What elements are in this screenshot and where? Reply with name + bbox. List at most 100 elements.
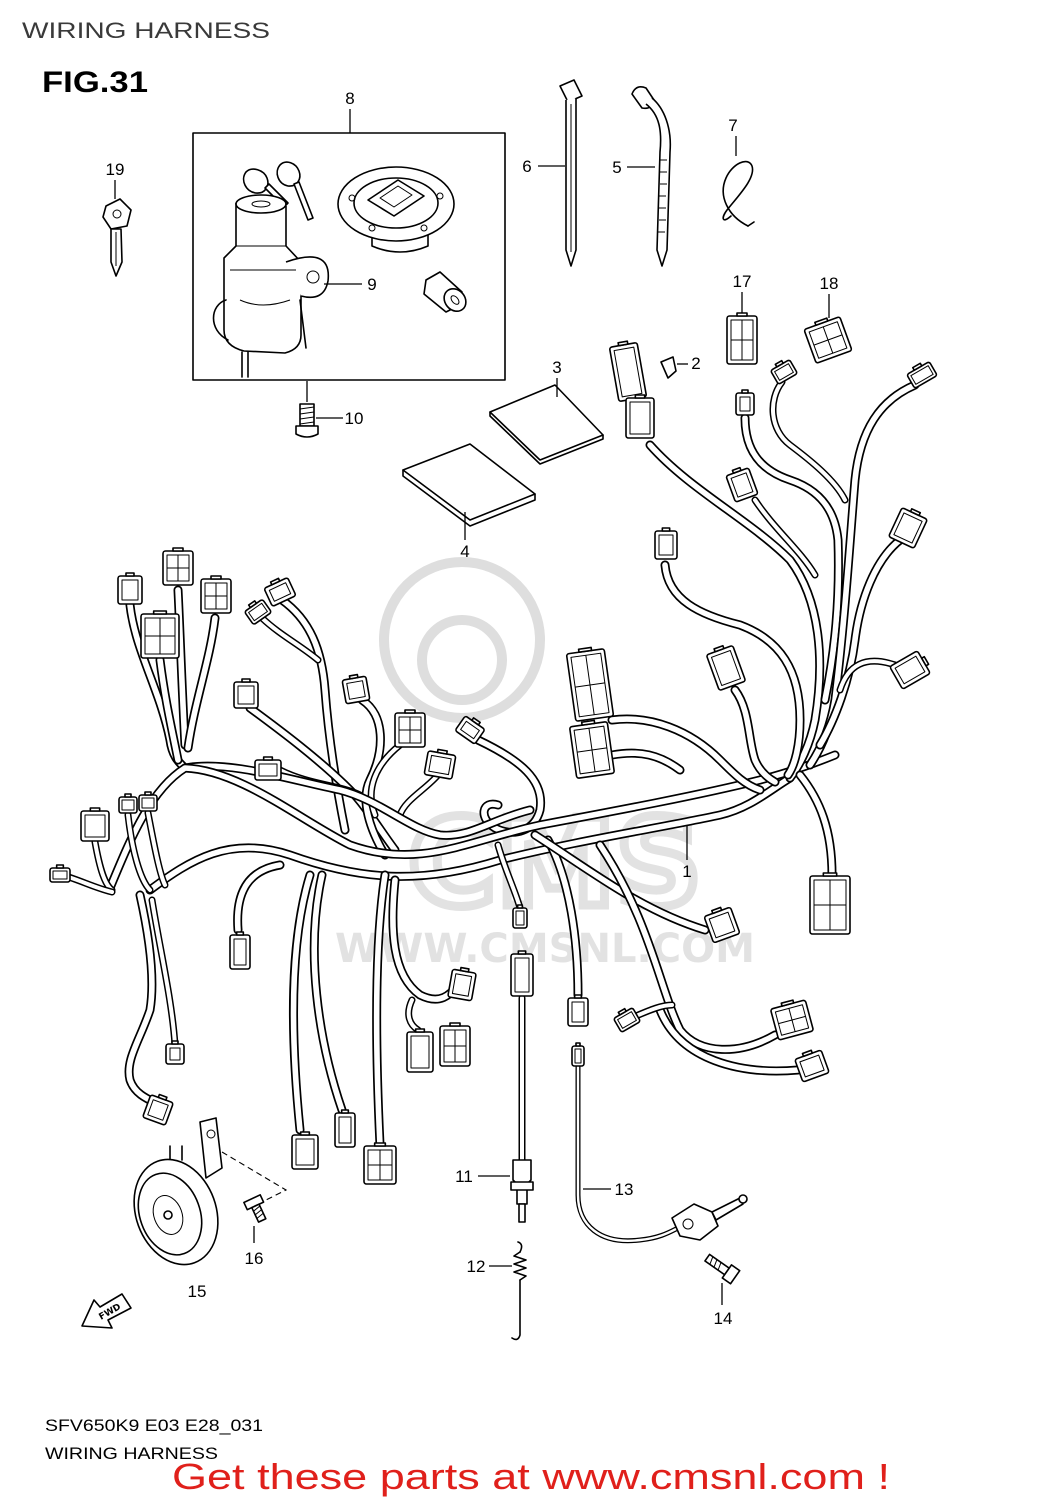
harness-connector-29 [229, 931, 251, 970]
connector-face [295, 1138, 315, 1166]
harness-branch-bottom-l-core [634, 1003, 674, 1018]
fuel-cap-cover-plate [367, 179, 425, 217]
connector-face [258, 763, 278, 777]
harness-branch-right-i-core [732, 687, 778, 785]
connector-latch [909, 508, 922, 517]
connector-face [799, 1054, 825, 1078]
harness-branch-bottom-g-core [496, 843, 522, 910]
connector-face [710, 649, 742, 687]
connector-latch [436, 748, 449, 755]
part-13-switch-lead-core [576, 1064, 680, 1242]
part-3-pad [489, 384, 604, 465]
bolt-14-shank [704, 1253, 731, 1276]
connector-face [574, 1048, 582, 1064]
ignition-key-b-blade [293, 181, 314, 221]
callout-11: 11 [455, 1167, 473, 1186]
connector-face [617, 1011, 637, 1029]
pad-4-edge [402, 469, 536, 527]
bolt-16-head [243, 1194, 265, 1211]
connector-pin-grid [778, 1008, 806, 1032]
part-19-key [102, 198, 132, 277]
harness-connector-21 [888, 507, 928, 549]
connector-latch [157, 1093, 168, 1101]
bolt-10-thread [299, 406, 315, 425]
callout-15: 15 [188, 1282, 207, 1301]
harness-connector-37 [439, 1022, 471, 1067]
part-15-horn [133, 1117, 223, 1266]
connector-latch [471, 717, 481, 726]
harness-branch-horn-b-core [150, 898, 177, 1047]
harness-branch-top-left-c-core [185, 615, 218, 751]
seat-lock-keyhole [450, 295, 460, 305]
connector-latch [577, 646, 593, 654]
connector-pin-grid [575, 655, 605, 715]
part-13-rear-brake-switch [671, 1194, 748, 1241]
harness-connector-3 [200, 575, 232, 614]
callout-6: 6 [522, 157, 531, 176]
connector-latch [262, 756, 274, 761]
connector-face [893, 512, 923, 544]
harness-branch-mid-c-core [247, 705, 398, 853]
seat-lock-face [443, 287, 467, 313]
connector-pin-grid [399, 717, 421, 743]
connector-housing [447, 968, 477, 1002]
callout-13: 13 [615, 1180, 634, 1199]
ignition-mount-hole [306, 270, 320, 284]
connector-pin-grid [167, 555, 189, 581]
callout-16: 16 [245, 1249, 264, 1268]
harness-connector-17 [565, 646, 615, 722]
bolt-14-head [721, 1264, 741, 1285]
harness-branch-ecu-b-core [609, 750, 683, 773]
connector-latch [634, 394, 646, 399]
horn-rim [137, 1172, 203, 1256]
harness-connector-23 [906, 361, 938, 389]
part-14-bolt [704, 1253, 741, 1285]
key-icon [102, 198, 132, 230]
horn-diaphragm [152, 1195, 184, 1235]
connector-face [774, 363, 794, 381]
harness-branch-right-j-core [797, 772, 835, 878]
switch-13-mount-hole [682, 1218, 694, 1230]
connector-housing [609, 342, 647, 402]
connector-housing [165, 1043, 185, 1065]
ignition-rod [299, 299, 307, 349]
clip-7-loop [722, 160, 754, 227]
fuel-cap-bolt-3 [368, 224, 376, 232]
bolt-16-thread [253, 1205, 264, 1219]
connector-face [141, 797, 155, 809]
part-1-wiring-harness [58, 378, 920, 1244]
connector-pin-grid [444, 1030, 466, 1062]
callout-5: 5 [612, 158, 621, 177]
harness-branch-right-c-core [770, 380, 847, 502]
page-title: WIRING HARNESS [22, 18, 270, 43]
callout-2: 2 [691, 354, 700, 373]
harness-connector-32 [291, 1131, 319, 1170]
connector-face [613, 346, 643, 398]
ignition-housing-detail [230, 245, 296, 306]
connector-latch [124, 793, 132, 798]
connector-face [571, 1001, 585, 1023]
harness-connector-5 [264, 577, 296, 607]
harness-connector-22 [889, 650, 931, 690]
connector-latch [235, 931, 245, 936]
model-code: SFV650K9 E03 E28_031 [45, 1416, 263, 1435]
pad-3-edge [489, 411, 604, 465]
harness-connector-42 [794, 1049, 830, 1083]
connector-housing [423, 750, 457, 780]
harness-branch-top-left-d-core [157, 657, 181, 763]
connector-latch [55, 864, 65, 869]
harness-branch-top-left-b-core [175, 587, 188, 748]
clip-7-tail [747, 221, 755, 227]
spring-12-coil [513, 1251, 527, 1281]
connector-housing [735, 392, 755, 416]
connector-latch [414, 1028, 426, 1033]
harness-branch-bottom-k-core [657, 1007, 801, 1074]
part-11-stop-switch [510, 1159, 534, 1223]
harness-connector-25 [770, 359, 798, 385]
harness-connector-16 [49, 864, 71, 883]
harness-branch-bottom-a-core [234, 862, 283, 933]
connector-latch [731, 466, 742, 475]
connector-latch [247, 600, 258, 609]
callout-4: 4 [460, 542, 469, 561]
